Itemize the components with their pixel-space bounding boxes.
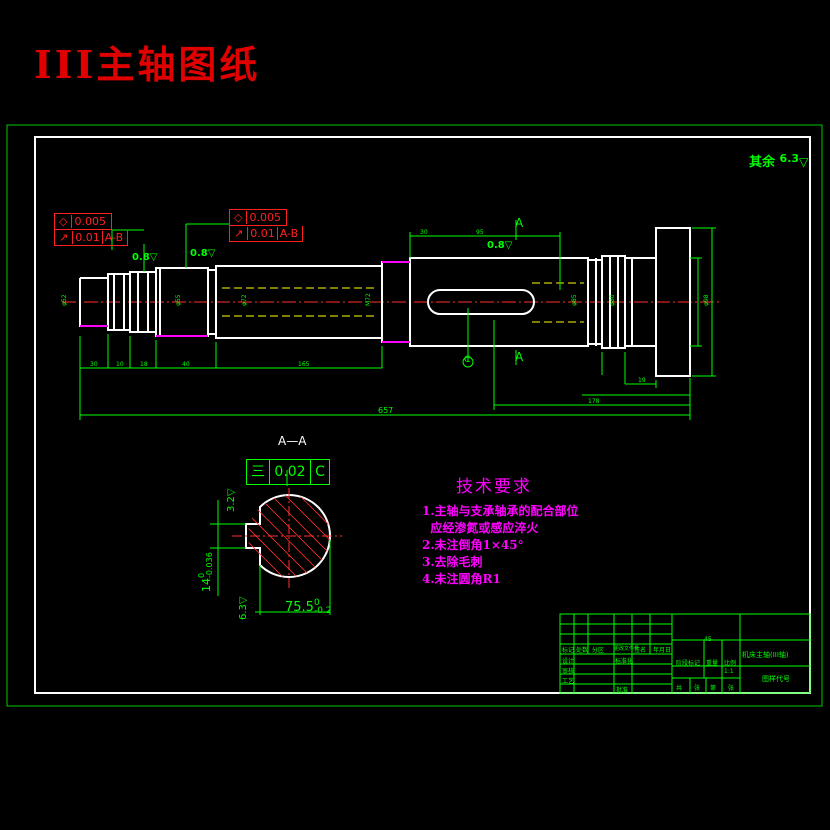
width-dim-value: 75.5 <box>285 600 314 615</box>
small-dimension-marks: φ52 φ55 φ72 M72 φ85 φ80 φ98 30 10 18 40 … <box>61 229 710 405</box>
svg-text:19: 19 <box>638 377 646 384</box>
roughness-mark-2: 0.8▽ <box>190 248 215 259</box>
roughness-symbol-icon: ▽ <box>504 240 513 251</box>
title-block-grid <box>559 613 811 694</box>
svg-text:18: 18 <box>140 361 148 368</box>
keyway-slot <box>427 289 535 315</box>
datum-c-label: C <box>464 355 471 365</box>
magenta-edges <box>80 261 410 343</box>
tol-upper: 0 <box>313 598 320 608</box>
section-view-aa <box>210 470 342 615</box>
svg-text:φ55: φ55 <box>175 294 182 306</box>
tol-lower: -0.2 <box>313 606 332 616</box>
keyway-dim-tolerance: 0-0.036 <box>197 552 214 578</box>
runout-icon: ↗ <box>55 231 74 244</box>
roughness-symbol-icon: ▽ <box>149 252 158 263</box>
runout-icon: ↗ <box>230 227 249 240</box>
roughness-symbol-icon: ▽ <box>226 488 237 497</box>
tech-req-heading: 技术要求 <box>456 477 532 497</box>
technical-requirements: 技术要求 1.主轴与支承轴承的配合部位 应经渗氮或感应淬火 2.未注倒角1×45… <box>422 472 579 588</box>
tech-req-item: 3.去除毛刺 <box>422 555 483 569</box>
width-dim-tolerance: 0-0.2 <box>313 598 332 616</box>
svg-text:165: 165 <box>298 361 310 368</box>
svg-text:40: 40 <box>182 361 190 368</box>
hidden-lines <box>222 282 584 323</box>
svg-text:φ72: φ72 <box>241 294 248 306</box>
flatness-icon: 三 <box>247 460 270 484</box>
svg-text:178: 178 <box>588 398 600 405</box>
svg-text:30: 30 <box>90 361 98 368</box>
roughness-value: 6.3 <box>238 604 249 620</box>
svg-text:30: 30 <box>420 229 428 236</box>
roughness-note: 其余 6.3▽ <box>749 151 808 170</box>
section-cut-letter-bottom: A <box>515 350 524 364</box>
shaft-outline <box>79 227 691 377</box>
outer-frame <box>6 124 823 707</box>
tolerance-row-1: ◇0.005 <box>54 213 112 230</box>
roughness-mark-1: 0.8▽ <box>132 252 157 263</box>
tech-req-item: 应经渗氮或感应淬火 <box>422 521 539 535</box>
tolerance-row-1: ◇0.005 <box>229 209 287 226</box>
section-width-dimension: 75.50-0.2 <box>285 598 332 616</box>
section-cut-letter-top: A <box>515 216 524 230</box>
tech-req-item: 1.主轴与支承轴承的配合部位 <box>422 504 579 518</box>
cylindricity-icon: ◇ <box>230 211 248 224</box>
svg-text:φ80: φ80 <box>609 294 616 306</box>
keyway-depth-dimension: 140-0.036 <box>197 552 214 592</box>
roughness-symbol-icon: ▽ <box>238 596 249 605</box>
roughness-mark-3: 0.8▽ <box>487 240 512 251</box>
flatness-value: 0.02 <box>270 460 311 484</box>
roughness-note-value: 6.3 <box>779 152 800 165</box>
tolerance-value: 0.005 <box>249 211 281 224</box>
svg-text:φ52: φ52 <box>61 294 68 306</box>
cylindricity-icon: ◇ <box>55 215 73 228</box>
svg-text:M72: M72 <box>365 293 372 306</box>
tolerance-value: 0.01 <box>248 227 278 240</box>
tech-req-item: 2.未注倒角1×45° <box>422 538 524 552</box>
tolerance-value: 0.005 <box>74 215 106 228</box>
tol-lower: -0.036 <box>205 552 214 578</box>
roughness-value: 0.8 <box>190 248 208 259</box>
tolerance-value: 0.01 <box>73 231 103 244</box>
section-roughness-bottom: 6.3▽ <box>238 596 249 620</box>
svg-text:φ85: φ85 <box>571 294 578 306</box>
dimension-lines <box>79 220 716 420</box>
roughness-symbol-icon: ▽ <box>799 155 809 169</box>
roughness-value: 0.8 <box>487 240 505 251</box>
svg-text:95: 95 <box>476 229 484 236</box>
svg-text:φ98: φ98 <box>703 294 710 306</box>
keyway-dim-value: 14 <box>200 578 213 592</box>
overall-length-dimension: 657 <box>378 406 394 415</box>
datum-c-circle <box>462 356 474 368</box>
inner-frame <box>34 136 811 694</box>
svg-text:10: 10 <box>116 361 124 368</box>
tolerance-datum: A-B <box>279 227 299 240</box>
tech-req-item: 4.未注圆角R1 <box>422 572 501 586</box>
section-view-title: A—A <box>278 434 307 448</box>
tolerance-datum: A-B <box>104 231 124 244</box>
flatness-datum: C <box>315 464 325 480</box>
roughness-symbol-icon: ▽ <box>207 248 216 259</box>
roughness-value: 0.8 <box>132 252 150 263</box>
section-roughness-top: 3.2▽ <box>226 488 237 512</box>
page-title: III主轴图纸 <box>34 42 261 87</box>
roughness-note-label: 其余 <box>749 155 776 170</box>
roughness-value: 3.2 <box>226 496 237 512</box>
